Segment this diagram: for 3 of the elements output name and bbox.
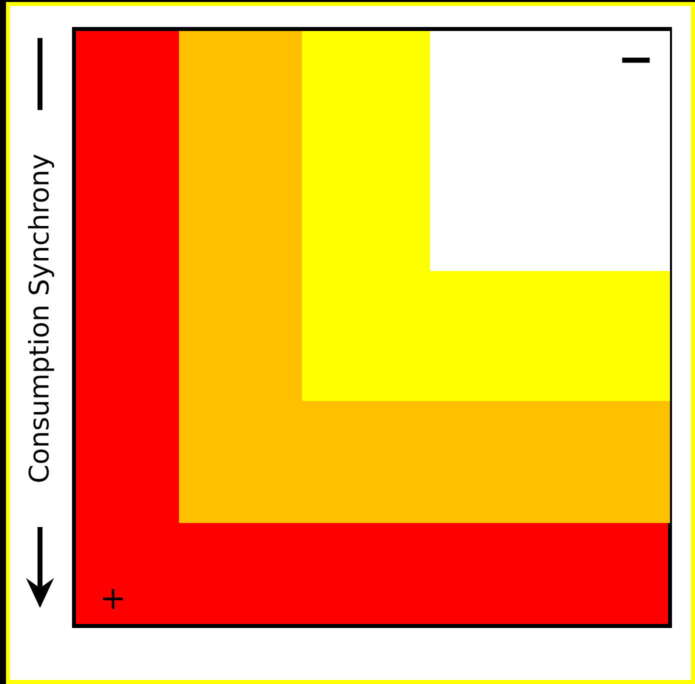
- axis-title: Consumption Synchrony: [26, 153, 54, 483]
- plus-sign: +: [100, 582, 126, 614]
- minus-sign: −: [618, 38, 654, 82]
